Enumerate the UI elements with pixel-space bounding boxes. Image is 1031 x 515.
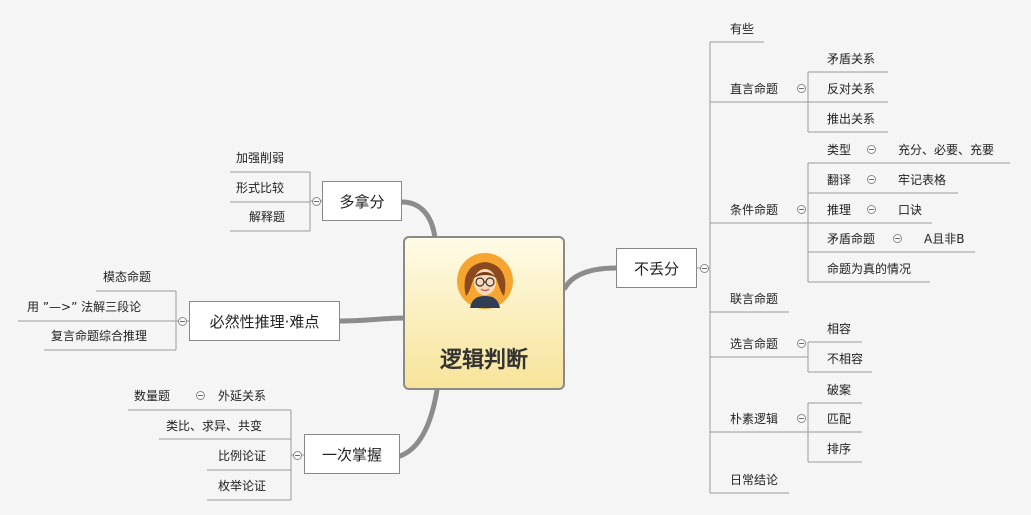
collapse-toggle-icon[interactable] — [178, 317, 187, 326]
leaf-waiyan[interactable]: 外延关系 — [218, 389, 267, 403]
leaf-sanduanlun[interactable]: 用 ”—>” 法解三段论 — [27, 300, 142, 314]
leaf-maodun[interactable]: 矛盾关系 — [827, 52, 876, 66]
leaf-buxiangrong[interactable]: 不相容 — [827, 352, 864, 366]
leaf-motai[interactable]: 模态命题 — [103, 270, 152, 284]
collapse-toggle-icon[interactable] — [797, 84, 806, 93]
leaf-bili[interactable]: 比例论证 — [218, 449, 267, 463]
leaf-tuichu[interactable]: 推出关系 — [827, 112, 876, 126]
leaf-leibi[interactable]: 类比、求异、共变 — [166, 419, 263, 433]
collapse-toggle-icon[interactable] — [797, 205, 806, 214]
node-budiufen[interactable]: 不丢分 — [616, 248, 697, 288]
collapse-toggle-icon[interactable] — [797, 339, 806, 348]
collapse-toggle-icon[interactable] — [797, 414, 806, 423]
collapse-toggle-icon[interactable] — [700, 264, 709, 273]
leaf-meiju[interactable]: 枚举论证 — [218, 479, 267, 493]
leaf-fuyan[interactable]: 复言命题综合推理 — [51, 329, 148, 343]
root-title: 逻辑判断 — [439, 348, 528, 373]
leaf-maodunmingti[interactable]: 矛盾命题 — [827, 232, 876, 246]
collapse-toggle-icon[interactable] — [293, 451, 302, 460]
leaf-youxie[interactable]: 有些 — [730, 22, 755, 36]
collapse-toggle-icon[interactable] — [867, 205, 876, 214]
leaf-leixing[interactable]: 类型 — [827, 143, 852, 157]
leaf-koujue[interactable]: 口诀 — [898, 203, 923, 217]
node-yici[interactable]: 一次掌握 — [304, 434, 400, 474]
avatar-icon — [457, 253, 513, 309]
collapse-toggle-icon[interactable] — [893, 234, 902, 243]
leaf-xiangrong[interactable]: 相容 — [827, 322, 852, 336]
leaf-aqiefeib[interactable]: A且非B — [924, 232, 965, 246]
collapse-toggle-icon[interactable] — [867, 175, 876, 184]
collapse-toggle-icon[interactable] — [867, 145, 876, 154]
node-lianyan[interactable]: 联言命题 — [730, 292, 779, 306]
leaf-fandui[interactable]: 反对关系 — [827, 82, 876, 96]
node-biran[interactable]: 必然性推理·难点 — [189, 301, 340, 341]
root-node[interactable]: 逻辑判断 — [403, 236, 565, 390]
leaf-paixu[interactable]: 排序 — [827, 442, 852, 456]
node-zhiyan[interactable]: 直言命题 — [730, 82, 779, 96]
leaf-chongfen[interactable]: 充分、必要、充要 — [898, 143, 995, 157]
node-pusu[interactable]: 朴素逻辑 — [730, 412, 779, 426]
leaf-laoji[interactable]: 牢记表格 — [898, 173, 947, 187]
leaf-pipei[interactable]: 匹配 — [827, 412, 852, 426]
node-richang[interactable]: 日常结论 — [730, 473, 779, 487]
leaf-jieshi[interactable]: 解释题 — [249, 210, 286, 224]
node-tiaojian[interactable]: 条件命题 — [730, 203, 779, 217]
leaf-shuliang[interactable]: 数量题 — [134, 389, 171, 403]
leaf-tuili[interactable]: 推理 — [827, 203, 852, 217]
leaf-jiaqiang[interactable]: 加强削弱 — [236, 151, 285, 165]
collapse-toggle-icon[interactable] — [196, 391, 205, 400]
leaf-xingshi[interactable]: 形式比较 — [236, 181, 285, 195]
leaf-poan[interactable]: 破案 — [827, 383, 852, 397]
collapse-toggle-icon[interactable] — [312, 197, 321, 206]
leaf-fanyi[interactable]: 翻译 — [827, 173, 852, 187]
leaf-weizhen[interactable]: 命题为真的情况 — [827, 262, 912, 276]
node-duonafen[interactable]: 多拿分 — [322, 181, 402, 221]
node-xuanyan[interactable]: 选言命题 — [730, 337, 779, 351]
